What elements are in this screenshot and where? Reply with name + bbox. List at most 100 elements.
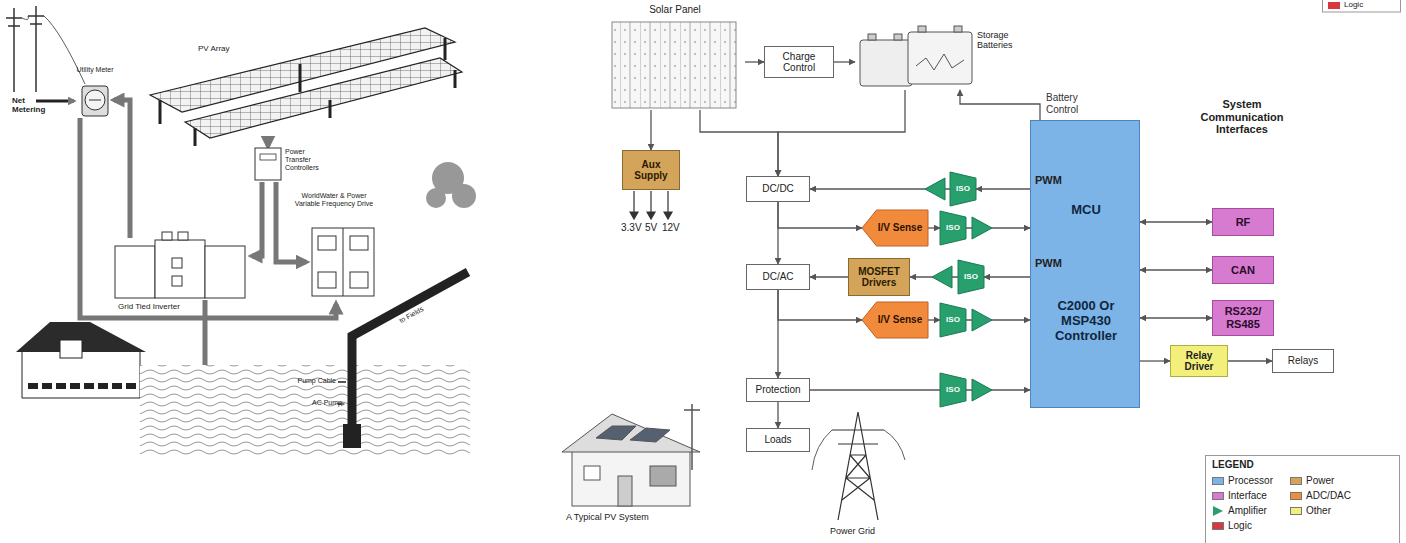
barn	[16, 322, 146, 398]
power-flow-arrows	[80, 100, 336, 372]
voltage-label: 12V	[662, 222, 680, 234]
node-text: DC/DC	[762, 183, 794, 195]
node-text: I/V Sense	[878, 314, 922, 326]
text-label: A Typical PV System	[566, 512, 649, 522]
node-text: Loads	[764, 434, 791, 446]
aux-outputs	[630, 191, 672, 219]
text-label: PWM	[1035, 257, 1062, 270]
interface-box: RS232/ RS485	[1212, 300, 1274, 336]
legend-text: Other	[1306, 505, 1331, 516]
node-text: RS232/ RS485	[1218, 305, 1268, 330]
picture-node: Solar Panel	[605, 3, 745, 110]
interface-box: CAN	[1212, 256, 1274, 284]
connector	[1140, 269, 1212, 270]
power-poles	[6, 6, 85, 92]
driver-box: Relay Driver	[1170, 345, 1228, 377]
node-text: Relays	[1288, 355, 1319, 367]
picture-node: Storage Batteries	[855, 22, 1030, 90]
text-label: Net Metering	[12, 96, 58, 114]
legend-text: Processor	[1228, 475, 1273, 486]
connector	[810, 389, 940, 390]
connector	[928, 319, 940, 320]
text-label: Grid Tied Inverter	[118, 302, 180, 311]
connector-label: Battery Control	[1046, 92, 1098, 115]
text-label: Power Grid	[830, 526, 875, 536]
legend-entry: Amplifier	[1212, 505, 1267, 516]
voltage-label: 3.3V	[621, 222, 642, 234]
connector	[834, 61, 855, 62]
power-grid-tower	[812, 412, 905, 520]
legend-entry: Interface	[1212, 490, 1267, 501]
pv-array	[150, 28, 462, 146]
legend-entry: Power	[1290, 475, 1334, 486]
text-label: System Communication Interfaces	[1192, 98, 1292, 136]
connector	[700, 110, 778, 176]
node-subtext: C2000 Or MSP430 Controller	[1036, 299, 1136, 344]
legend-text: Interface	[1228, 490, 1267, 501]
amplifier-symbol	[925, 178, 992, 401]
node-text: Solar Panel	[605, 4, 745, 16]
node-text: I/V Sense	[878, 222, 922, 234]
text-label: Power Transfer Controllers	[285, 148, 329, 172]
isolator-symbol: ISO	[940, 303, 966, 337]
text-label: Logic	[1344, 0, 1363, 9]
process-box: Loads	[746, 428, 810, 452]
legend-swatch	[1212, 522, 1224, 530]
spray-cloud	[426, 162, 476, 208]
battery-picture	[860, 26, 972, 86]
text-label: AC Pump	[312, 399, 342, 407]
legend-swatch	[1212, 492, 1224, 500]
connector	[976, 188, 1030, 189]
legend-entry: Logic	[1212, 520, 1252, 531]
connector	[928, 227, 940, 228]
node-text: Charge Control	[771, 51, 827, 74]
legend-swatch	[1290, 507, 1302, 515]
voltage-label: 5V	[645, 222, 657, 234]
legend-swatch	[1290, 477, 1302, 485]
text-label: WorldWater & Power Variable Frequency Dr…	[288, 192, 380, 208]
node-text: ISO	[946, 223, 960, 232]
node-text: DC/AC	[762, 271, 793, 283]
connector	[1228, 360, 1272, 361]
power-box: MOSFET Drivers	[848, 258, 910, 296]
connector	[778, 90, 905, 176]
legend-swatch	[1212, 477, 1224, 485]
connector	[777, 402, 778, 428]
node-text: Protection	[755, 384, 800, 396]
node-text: ISO	[946, 315, 960, 324]
isolator-symbol: ISO	[950, 172, 976, 206]
legend-entry: Processor	[1212, 475, 1273, 486]
legend-frame	[1206, 0, 1401, 543]
legend-text: ADC/DAC	[1306, 490, 1351, 501]
node-text: Aux Supply	[628, 159, 674, 182]
process-box: DC/DC	[746, 176, 810, 202]
node-text: ISO	[964, 272, 978, 281]
variable-frequency-drive	[312, 228, 374, 296]
legend-swatch	[1290, 492, 1302, 500]
node-text: RF	[1236, 216, 1251, 229]
sense-block: I/V Sense	[862, 302, 928, 338]
utility-meter	[82, 86, 108, 116]
connector	[1140, 317, 1212, 318]
legend-text: Logic	[1228, 520, 1252, 531]
connector	[810, 276, 848, 277]
node-text: ISO	[946, 385, 960, 394]
node-text: ISO	[956, 184, 970, 193]
water	[140, 365, 470, 457]
pump-pipe	[338, 272, 468, 448]
process-box: DC/AC	[746, 264, 810, 290]
text-label: Pump Cable	[297, 377, 336, 385]
house-picture	[562, 404, 700, 506]
solar-panel-picture	[612, 22, 736, 108]
node-text: Relay Driver	[1176, 350, 1222, 373]
legend-text: Power	[1306, 475, 1334, 486]
isolator-symbol: ISO	[940, 373, 966, 407]
text-label: LEGEND	[1212, 459, 1254, 471]
power-box: Aux Supply	[622, 150, 680, 190]
process-box: Protection	[746, 378, 810, 402]
legend-symbol	[1212, 506, 1224, 516]
legend-entry: Other	[1290, 505, 1331, 516]
